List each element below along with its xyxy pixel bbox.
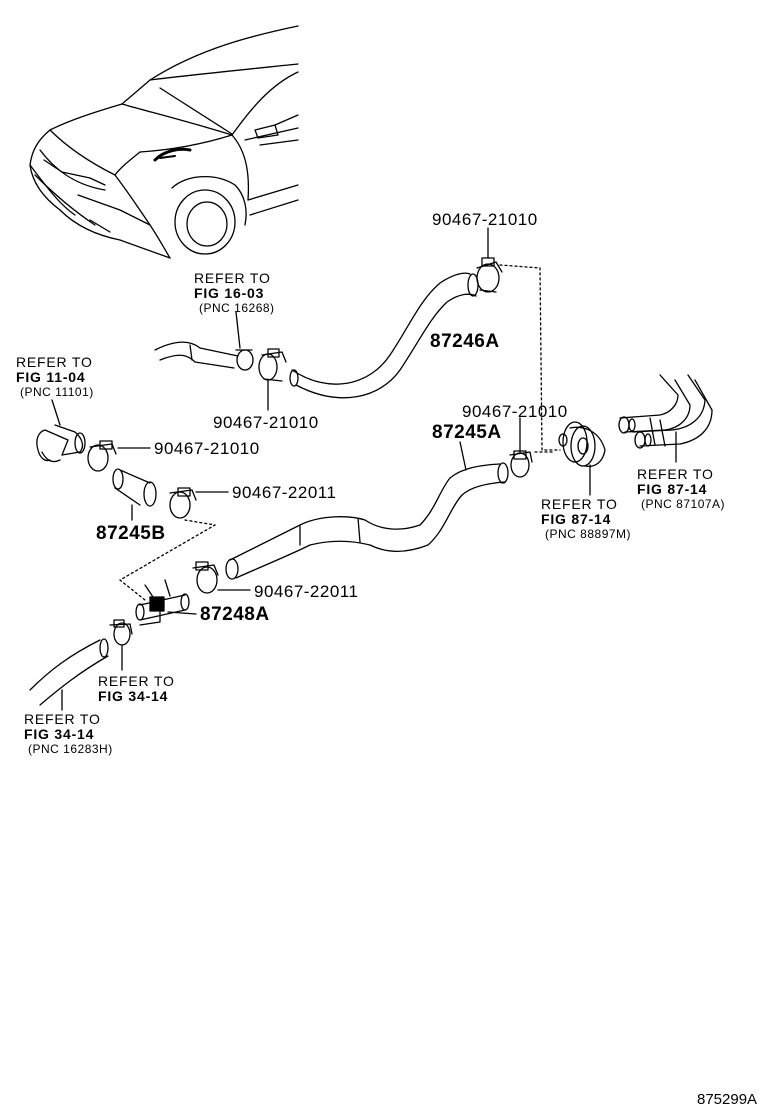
ref-fig34-lower-line2: FIG 34-14 <box>24 726 95 742</box>
joint-87248a <box>136 580 189 625</box>
hose-fig34 <box>30 639 108 705</box>
hose-87246a <box>290 273 478 398</box>
part-number-clamp-top: 90467-21010 <box>432 210 538 229</box>
leader-87248a <box>168 612 196 614</box>
ref-fig34-lower-line1: REFER TO <box>24 711 101 727</box>
leader-fig16 <box>236 312 240 348</box>
clamp-top <box>477 258 502 292</box>
ref-fig34-upper-line1: REFER TO <box>98 673 175 689</box>
clamp-left-upper <box>88 441 116 471</box>
part-number-clamp-right: 90467-21010 <box>462 402 568 421</box>
ref-fig87-pipe-pnc: (PNC 87107A) <box>641 497 726 511</box>
clamp-center <box>193 562 218 593</box>
part-number-87245a: 87245A <box>432 422 502 443</box>
elbow-hose-fig11 <box>37 425 85 462</box>
part-number-87246a: 87246A <box>430 331 500 352</box>
ref-fig34-upper-line2: FIG 34-14 <box>98 688 169 704</box>
part-number-clamp-left-lower: 90467-22011 <box>232 483 337 502</box>
ref-fig16-line2: FIG 16-03 <box>194 285 265 301</box>
clamp-right <box>510 451 532 477</box>
ref-fig11-pnc: (PNC 11101) <box>20 385 94 399</box>
dotted-guide-left <box>120 520 215 600</box>
dotted-guide-right <box>500 265 560 450</box>
leader-87245a <box>460 442 466 470</box>
car-illustration <box>30 26 298 258</box>
ref-fig87-pipe-line2: FIG 87-14 <box>637 481 708 497</box>
ref-fig87-grommet-pnc: (PNC 88897M) <box>545 527 632 541</box>
ref-fig11-line1: REFER TO <box>16 354 93 370</box>
clamp-lower-left <box>110 620 132 645</box>
ref-fig87-grommet-line1: REFER TO <box>541 496 618 512</box>
hose-87245a <box>226 463 508 579</box>
diagram-code: 875299A <box>697 1091 758 1108</box>
ref-fig11-line2: FIG 11-04 <box>16 369 86 385</box>
ref-fig87-grommet-line2: FIG 87-14 <box>541 511 612 527</box>
ref-fig16-line1: REFER TO <box>194 270 271 286</box>
part-number-clamp-center: 90467-22011 <box>254 582 359 601</box>
part-number-87248a: 87248A <box>200 604 270 625</box>
leader-fig11 <box>52 400 60 425</box>
clamp-mid-left <box>259 349 286 381</box>
ref-fig87-pipe-line1: REFER TO <box>637 466 714 482</box>
pipe-fig16 <box>155 342 253 370</box>
ref-fig34-lower-pnc: (PNC 16283H) <box>28 742 113 756</box>
part-number-clamp-left-upper: 90467-21010 <box>154 439 260 458</box>
pipes-fig87 <box>619 375 712 448</box>
grommet <box>559 422 605 466</box>
part-number-87245b: 87245B <box>96 523 166 544</box>
part-number-clamp-mid-left: 90467-21010 <box>213 413 319 432</box>
hose-87245b <box>113 469 156 506</box>
clamp-left-lower <box>170 488 196 518</box>
ref-fig16-pnc: (PNC 16268) <box>199 301 275 315</box>
